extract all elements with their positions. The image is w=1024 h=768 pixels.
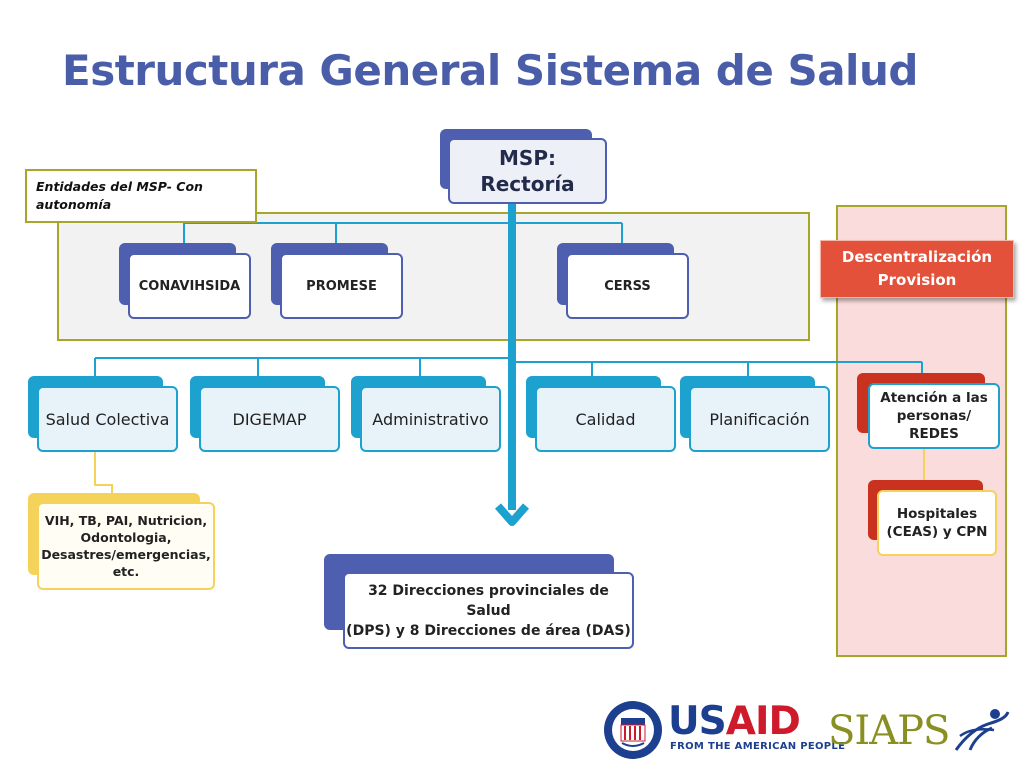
attention-line: Atención a las [880,390,988,406]
dept-digemap[interactable]: DIGEMAP [190,376,340,453]
detail-line: Odontologia, [80,530,172,545]
provincial-line: (DPS) y 8 Direcciones de área (DAS) [346,622,631,639]
salud-colectiva-detail-box[interactable]: VIH, TB, PAI, Nutricion, Odontologia, De… [28,493,216,591]
attention-line: REDES [909,426,959,442]
attention-line: personas/ [896,408,972,424]
detail-line: etc. [112,564,140,579]
autonomy-label: Entidades del MSP- Con autonomía [25,169,257,223]
siaps-logo-text: SIAPS [828,708,950,754]
dept-label: Administrativo [360,386,501,452]
decentralization-line: Descentralización [841,248,993,266]
dept-label: Calidad [535,386,676,452]
atencion-personas-box[interactable]: Atención a las personas/ REDES [857,373,1000,449]
usaid-aid: AID [725,699,801,744]
usaid-us: US [668,699,727,744]
page-title: Estructura General Sistema de Salud [62,46,918,95]
dept-label: DIGEMAP [199,386,340,452]
msp-rectoria-box[interactable]: MSP: Rectoría [440,129,608,205]
entity-cerss[interactable]: CERSS [557,243,690,319]
entity-label: CONAVIHSIDA [128,253,251,319]
usaid-logo-text: USAID [668,699,801,744]
dept-label: Salud Colectiva [37,386,178,452]
siaps-figure-icon [954,709,1010,751]
hospitals-line: (CEAS) y CPN [886,524,988,540]
dept-label: Planificación [689,386,830,452]
provincial-line: 32 Direcciones provinciales de Salud [368,582,609,619]
usaid-seal-icon [604,701,662,759]
hospitals-line: Hospitales [896,506,978,522]
entity-label: PROMESE [280,253,403,319]
autonomy-label-line: autonomía [36,197,112,212]
entity-promese[interactable]: PROMESE [271,243,404,319]
hospitales-box[interactable]: Hospitales (CEAS) y CPN [868,480,998,556]
msp-line: MSP: [499,146,556,170]
usaid-tagline: FROM THE AMERICAN PEOPLE [670,741,846,752]
autonomy-label-line: Entidades del MSP- Con [36,179,203,194]
entity-conavihsida[interactable]: CONAVIHSIDA [119,243,252,319]
dept-planificacion[interactable]: Planificación [680,376,830,453]
direcciones-provinciales-box[interactable]: 32 Direcciones provinciales de Salud (DP… [324,554,636,650]
detail-line: Desastres/emergencias, [41,547,211,562]
decentralization-line: Provision [877,271,957,289]
decentralization-tag: Descentralización Provision [820,240,1014,298]
msp-line: Rectoría [480,172,575,196]
entity-label: CERSS [566,253,689,319]
detail-line: VIH, TB, PAI, Nutricion, [44,513,208,528]
dept-administrativo[interactable]: Administrativo [351,376,501,453]
dept-salud-colectiva[interactable]: Salud Colectiva [28,376,178,453]
dept-calidad[interactable]: Calidad [526,376,676,453]
